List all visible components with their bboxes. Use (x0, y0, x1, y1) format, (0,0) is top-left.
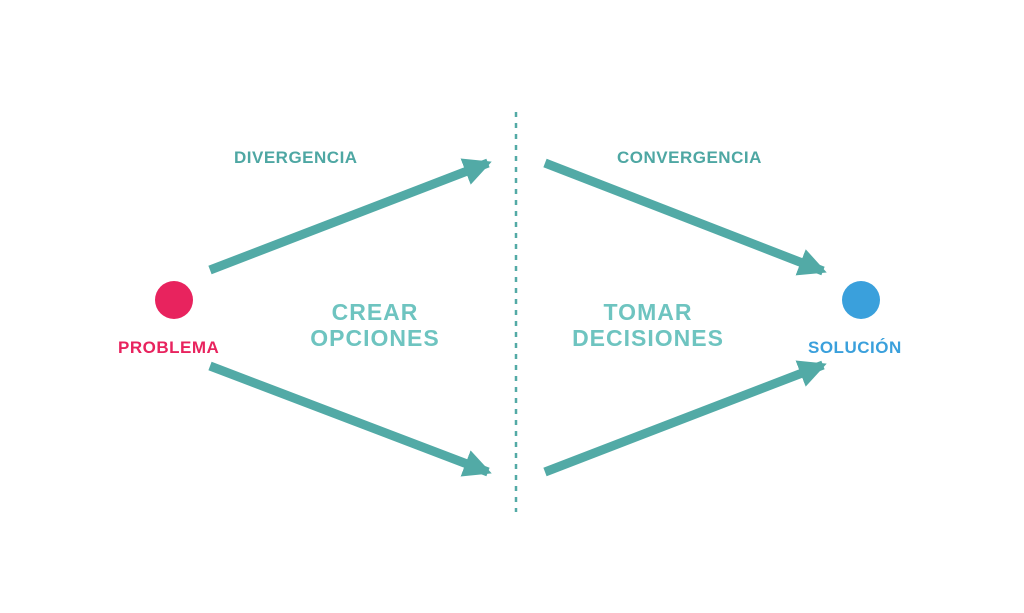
create-label-line2: OPCIONES (310, 325, 440, 351)
diverge-arrow-up (208, 158, 492, 275)
make-decisions-label: TOMAR DECISIONES (555, 299, 741, 351)
decide-label-line2: DECISIONES (572, 325, 724, 351)
convergence-label: CONVERGENCIA (617, 148, 762, 167)
problem-dot (155, 281, 193, 319)
divergence-label: DIVERGENCIA (234, 148, 358, 167)
converge-arrow-up (543, 360, 827, 477)
decide-label-line1: TOMAR (603, 299, 693, 325)
create-options-label: CREAR OPCIONES (290, 299, 460, 351)
converge-arrow-down (543, 158, 827, 276)
solution-label: SOLUCIÓN (808, 338, 902, 357)
solution-dot (842, 281, 880, 319)
problem-label: PROBLEMA (118, 338, 220, 357)
diverge-arrow-down (208, 361, 492, 477)
create-label-line1: CREAR (331, 299, 419, 325)
